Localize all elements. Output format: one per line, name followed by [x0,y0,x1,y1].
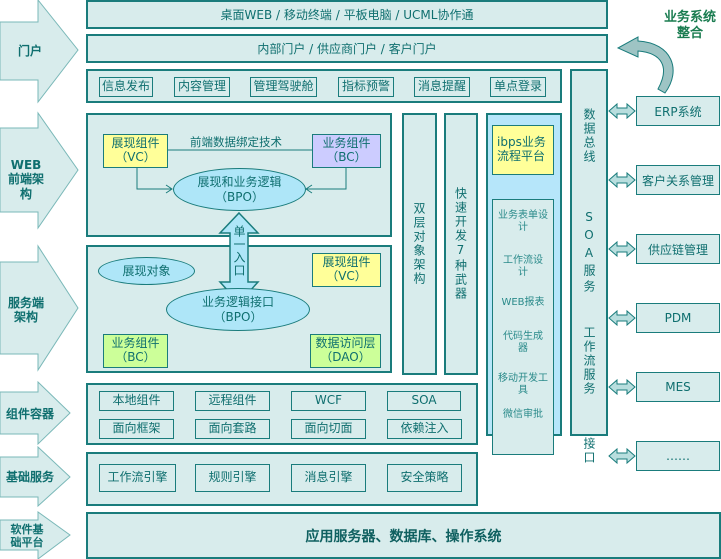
container-local: 本地组件 [99,391,174,411]
container-framework: 面向框架 [99,419,174,439]
web-vc-name: 展现组件 [111,136,160,151]
ext-connector-scm [608,240,636,258]
web-bc-code: （BC） [326,150,367,164]
container-di: 依赖注入 [387,419,462,439]
arrow-platform [0,511,71,559]
platform-bar: 应用服务器、数据库、操作系统 [86,512,721,559]
arrow-base [0,445,71,508]
channels-bar: 桌面WEB / 移动终端 / 平板电脑 / UCML协作通 [86,0,608,29]
arrow-container [0,380,71,446]
bus-label-interface: 接口 [582,437,596,465]
integration-title: 业务系统整合 [663,10,716,41]
view-object-ellipse: 展现对象 [98,257,195,285]
ext-connector-pdm [608,309,636,327]
feature-cockpit: 管理驾驶舱 [250,77,317,97]
server-dao-name: 数据访问层 [315,336,376,351]
arrow-portal [0,0,79,104]
ext-connector-more [608,447,636,465]
web-vc-box: 展现组件（VC） [103,134,168,168]
single-entry-label: 单一入口 [232,225,246,277]
web-bc-name: 业务组件 [322,136,371,151]
server-bc-code: （BC） [115,350,156,364]
bus-label-data-bus: 数据总线 [582,108,596,164]
two-layer-column: 双层对象架构 [402,113,437,375]
feature-sso: 单点登录 [490,77,546,97]
ext-connector-mes [608,378,636,396]
ibps-item-report: WEB报表 [501,297,545,308]
web-bpo-name: 展现和业务逻辑 [197,175,282,190]
service-rule-engine: 规则引擎 [195,464,270,492]
arrow-server [0,244,79,372]
server-bc-box: 业务组件（BC） [103,334,168,368]
container-pattern: 面向套路 [195,419,270,439]
service-security: 安全策略 [387,464,462,492]
bus-label-soa: SOA服务 [582,210,596,296]
seven-weapons-column: 快速开发7种武器 [444,113,478,375]
feature-messages: 消息提醒 [414,77,470,97]
container-soa: SOA [387,391,461,411]
layer-label-portal: 门户 [17,44,42,58]
container-wcf: WCF [291,391,366,411]
binding-tech-label: 前端数据绑定技术 [190,135,282,149]
feature-alerts: 指标预警 [338,77,394,97]
ext-scm: 供应链管理 [636,234,720,264]
ibps-tools-box: 业务表单设计 工作流设计 WEB报表 代码生成器 移动开发工具 微信审批 [492,199,554,455]
server-vc-box: 展现组件（VC） [312,253,381,287]
ext-connector-crm [608,171,636,189]
server-dao-box: 数据访问层（DAO） [310,334,381,368]
ibps-item-form: 业务表单设计 [498,210,548,233]
server-vc-code: （VC） [326,269,367,283]
web-bpo-ellipse: 展现和业务逻辑（BPO） [173,168,306,211]
container-aop: 面向切面 [291,419,366,439]
server-bc-name: 业务组件 [111,336,160,351]
feature-content-mgmt: 内容管理 [174,77,230,97]
data-bus-column [570,69,608,436]
layer-arrows [0,0,79,559]
container-remote: 远程组件 [195,391,270,411]
web-vc-code: （VC） [115,150,156,164]
ext-connector-erp [608,102,636,120]
server-bpo-code: （BPO） [213,309,263,324]
integration-curved-arrow [616,36,674,94]
layer-label-web: WEB前端架构 [7,158,44,201]
ibps-title: ibps业务流程平台 [497,135,546,163]
service-message-engine: 消息引擎 [291,464,366,492]
service-workflow-engine: 工作流引擎 [99,464,176,492]
arrow-web [0,111,79,230]
view-object-label: 展现对象 [122,263,171,278]
ibps-title-box: ibps业务流程平台 [492,125,554,175]
two-layer-label: 双层对象架构 [412,202,426,286]
ibps-item-mobile: 移动开发工具 [498,373,548,396]
ibps-item-wechat: 微信审批 [503,409,543,420]
server-bpo-ellipse: 业务逻辑接口（BPO） [166,288,310,331]
layer-label-platform: 软件基础平台 [10,523,44,550]
ext-crm: 客户关系管理 [636,165,720,195]
portals-bar: 内部门户 / 供应商门户 / 客户门户 [86,34,608,63]
portal-features-panel [86,69,562,103]
ext-erp: ERP系统 [636,96,720,126]
layer-label-base: 基础服务 [5,470,54,484]
ext-connectors [608,102,636,465]
layer-label-server: 服务端架构 [7,296,44,325]
ext-more: …… [636,441,720,471]
ibps-item-workflow: 工作流设计 [503,255,543,278]
feature-info-publish: 信息发布 [99,77,153,97]
ext-mes: MES [636,372,720,402]
server-dao-code: （DAO） [320,350,371,364]
bus-label-workflow: 工作流服务 [582,326,596,396]
server-bpo-name: 业务逻辑接口 [201,295,274,310]
server-vc-name: 展现组件 [322,255,371,270]
seven-weapons-label: 快速开发7种武器 [453,187,468,301]
layer-label-container: 组件容器 [5,407,54,421]
ibps-item-codegen: 代码生成器 [503,331,543,354]
web-bc-box: 业务组件（BC） [312,134,381,168]
ext-pdm: PDM [636,303,720,333]
web-bpo-code: （BPO） [215,189,264,204]
